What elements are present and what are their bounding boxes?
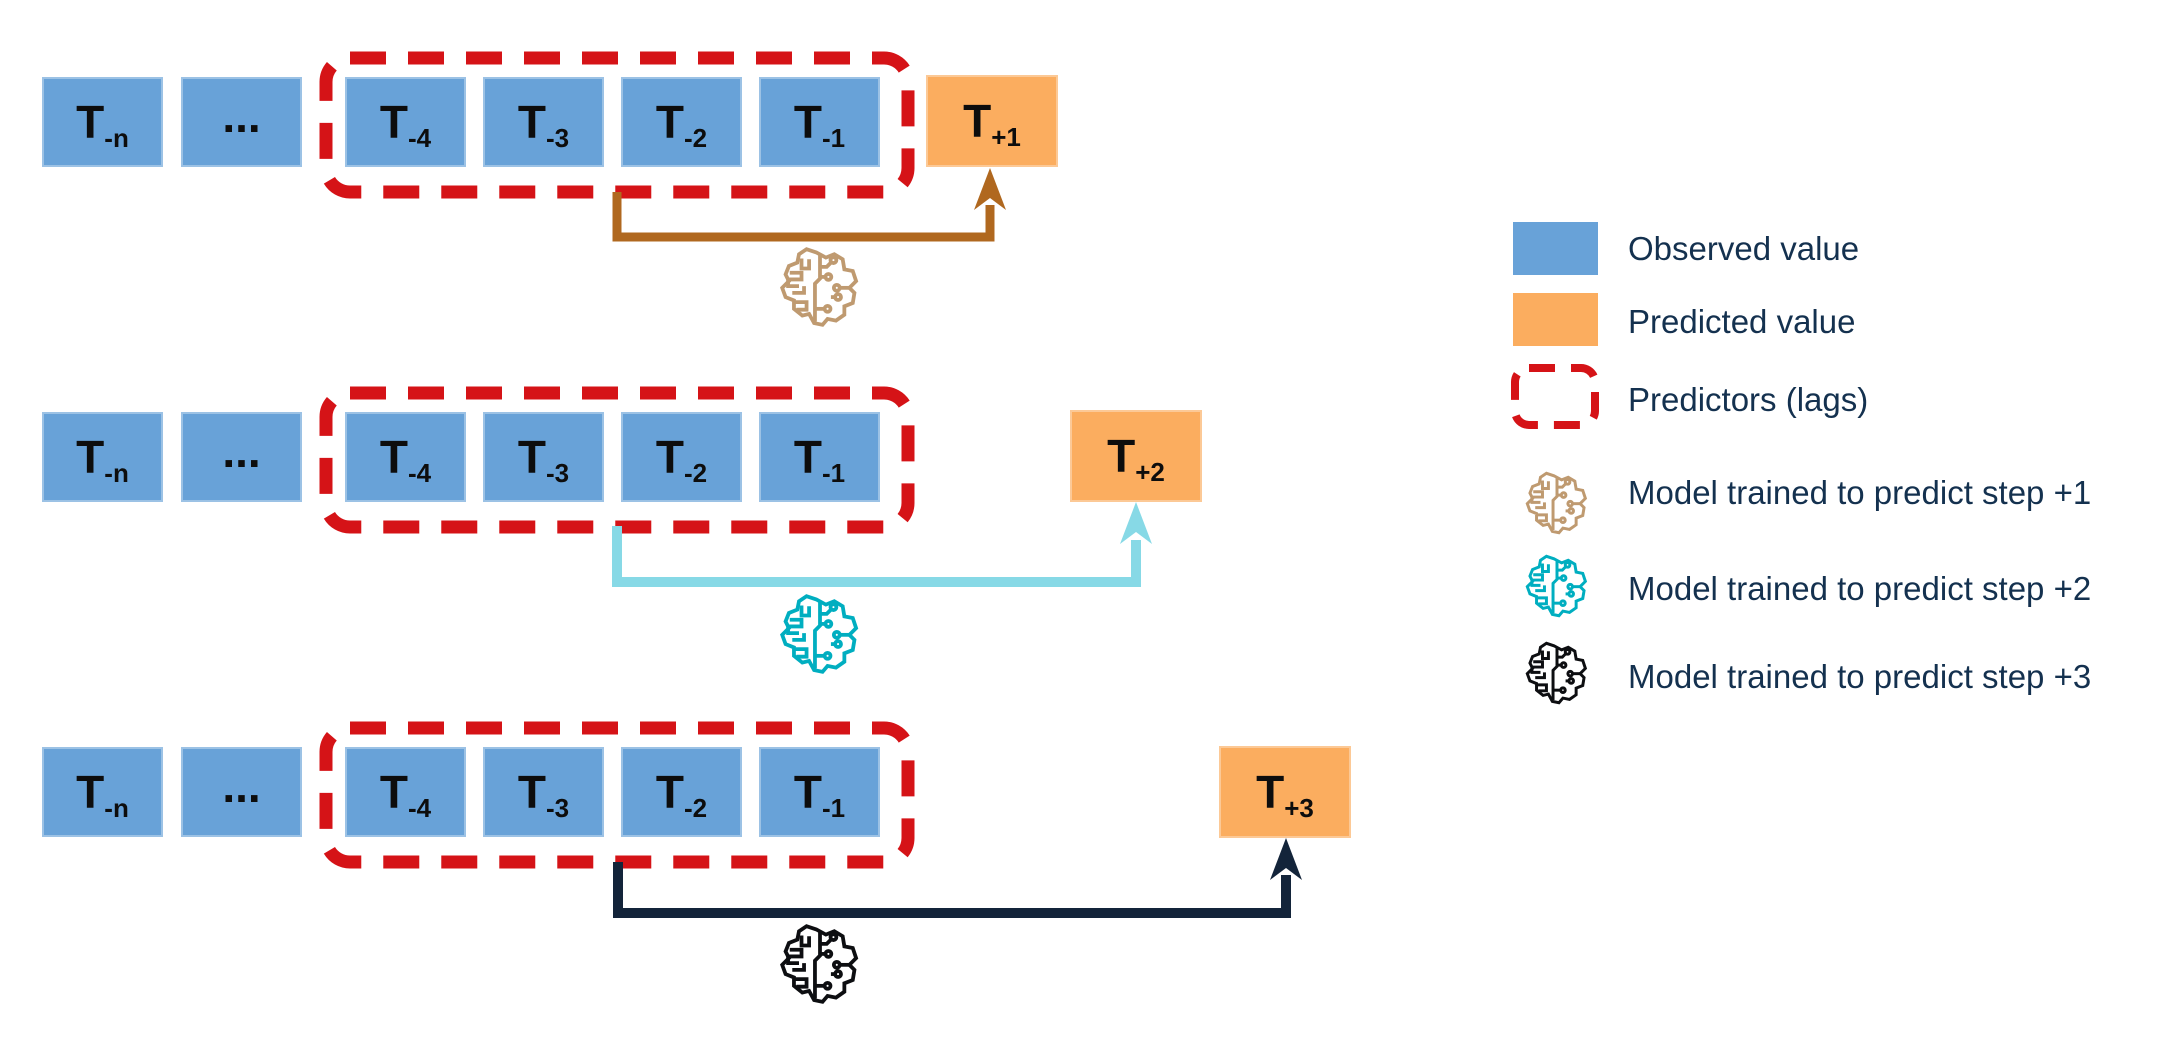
brain-circuit-icon-step3 xyxy=(780,924,859,1004)
brain-circuit-icon-teal xyxy=(1525,554,1587,618)
observed-box: T-2 xyxy=(621,412,742,502)
observed-box: T-2 xyxy=(621,747,742,837)
observed-box: T-1 xyxy=(759,412,880,502)
predicted-box-step1: T+1 xyxy=(926,75,1058,167)
legend-label: Observed value xyxy=(1628,230,1860,267)
arrow-step1 xyxy=(612,192,995,242)
observed-box: T-1 xyxy=(759,747,880,837)
arrow-step3 xyxy=(613,862,1291,918)
predicted-box-step3: T+3 xyxy=(1219,746,1351,838)
legend-label: Predicted value xyxy=(1628,303,1856,340)
legend-label: Model trained to predict step +2 xyxy=(1628,570,2092,607)
observed-box: T-n xyxy=(42,747,163,837)
brain-circuit-icon-tan xyxy=(1525,471,1587,535)
observed-box: T-1 xyxy=(759,77,880,167)
observed-swatch xyxy=(1513,222,1598,275)
observed-box: T-3 xyxy=(483,747,604,837)
observed-box: T-3 xyxy=(483,412,604,502)
arrowhead-step1 xyxy=(974,168,1006,210)
ellipsis-box: ... xyxy=(181,412,302,502)
legend-label: Predictors (lags) xyxy=(1628,381,1869,418)
brain-circuit-icon-step1 xyxy=(780,247,859,327)
observed-box: T-n xyxy=(42,412,163,502)
arrowhead-step3 xyxy=(1270,838,1302,880)
ellipsis-box: ... xyxy=(181,747,302,837)
legend-label: Model trained to predict step +3 xyxy=(1628,658,2092,695)
observed-box: T-4 xyxy=(345,747,466,837)
predicted-box-step2: T+2 xyxy=(1070,410,1202,502)
arrowhead-step2 xyxy=(1120,502,1152,544)
predicted-swatch xyxy=(1513,293,1598,346)
observed-box: T-4 xyxy=(345,412,466,502)
arrow-step2 xyxy=(612,526,1141,587)
observed-box: T-n xyxy=(42,77,163,167)
brain-circuit-icon-black xyxy=(1525,641,1587,705)
legend-label: Model trained to predict step +1 xyxy=(1628,474,2092,511)
observed-box: T-4 xyxy=(345,77,466,167)
observed-box: T-2 xyxy=(621,77,742,167)
lags-dashed-swatch xyxy=(1511,364,1599,429)
observed-box: T-3 xyxy=(483,77,604,167)
brain-circuit-icon-step2 xyxy=(780,594,859,674)
ellipsis-box: ... xyxy=(181,77,302,167)
